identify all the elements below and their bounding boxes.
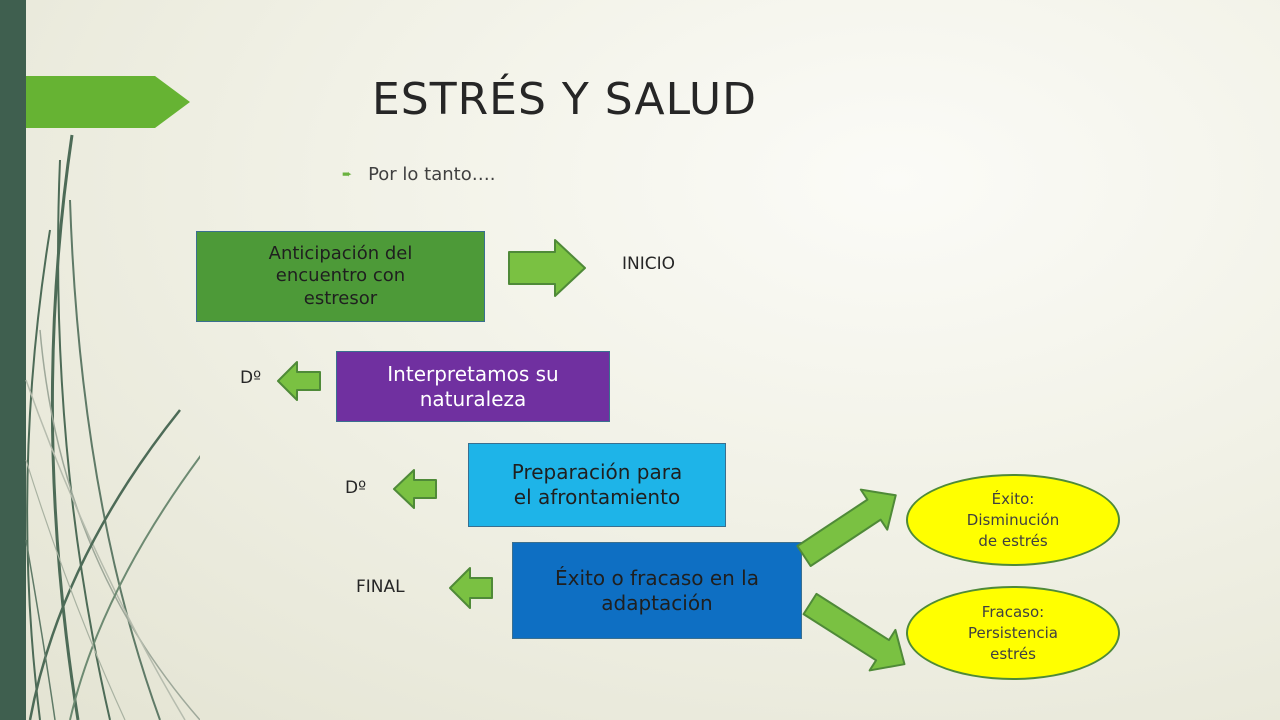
bullet-item: ➨ Por lo tanto….: [342, 164, 495, 185]
decorative-lines: [25, 134, 200, 720]
arrow-left-icon: [277, 361, 321, 401]
label-inicio: INICIO: [622, 254, 676, 274]
outcome-failure-line-2: Persistencia: [968, 623, 1058, 642]
outcome-success-ellipse: Éxito: Disminución de estrés: [906, 474, 1120, 566]
outcome-success-line-3: de estrés: [978, 531, 1048, 550]
outcome-success-line-1: Éxito:: [991, 489, 1035, 508]
step-adaptation-box: Éxito o fracaso en la adaptación: [512, 542, 802, 639]
slide-title: ESTRÉS Y SALUD: [372, 74, 758, 125]
arrow-left-icon: [449, 567, 493, 609]
label-degree-1: Dº: [240, 368, 262, 388]
step-adaptation-line-1: Éxito o fracaso en la: [555, 565, 759, 590]
step-anticipation-line-1: Anticipación del: [268, 242, 413, 264]
arrow-left-icon: [393, 469, 437, 509]
outcome-failure-line-1: Fracaso:: [981, 602, 1045, 621]
step-preparation-line-2: el afrontamiento: [513, 485, 681, 509]
arrow-down-right-icon: [802, 592, 906, 672]
step-anticipation-line-3: estresor: [303, 287, 378, 309]
arrow-up-right-icon: [796, 488, 897, 568]
step-preparation-box: Preparación para el afrontamiento: [468, 443, 726, 527]
label-final: FINAL: [356, 577, 405, 597]
label-degree-2: Dº: [345, 478, 367, 498]
step-anticipation-box: Anticipación del encuentro con estresor: [196, 231, 485, 322]
arrow-right-icon: [508, 239, 586, 297]
outcome-failure-line-3: estrés: [990, 644, 1036, 663]
sidebar-stripe: [0, 0, 26, 720]
step-anticipation-line-2: encuentro con: [275, 265, 406, 287]
arrow-bullet-icon: ➨: [342, 167, 353, 181]
outcome-success-line-2: Disminución: [966, 510, 1060, 529]
outcome-failure-ellipse: Fracaso: Persistencia estrés: [906, 586, 1120, 680]
bullet-text: Por lo tanto….: [368, 164, 496, 185]
step-adaptation-line-2: adaptación: [601, 590, 713, 615]
step-preparation-line-1: Preparación para: [511, 460, 683, 484]
step-interpretation-line-2: naturaleza: [419, 386, 527, 411]
step-interpretation-box: Interpretamos su naturaleza: [336, 351, 610, 422]
step-interpretation-line-1: Interpretamos su: [387, 361, 559, 386]
title-arrow-banner: [26, 76, 190, 128]
